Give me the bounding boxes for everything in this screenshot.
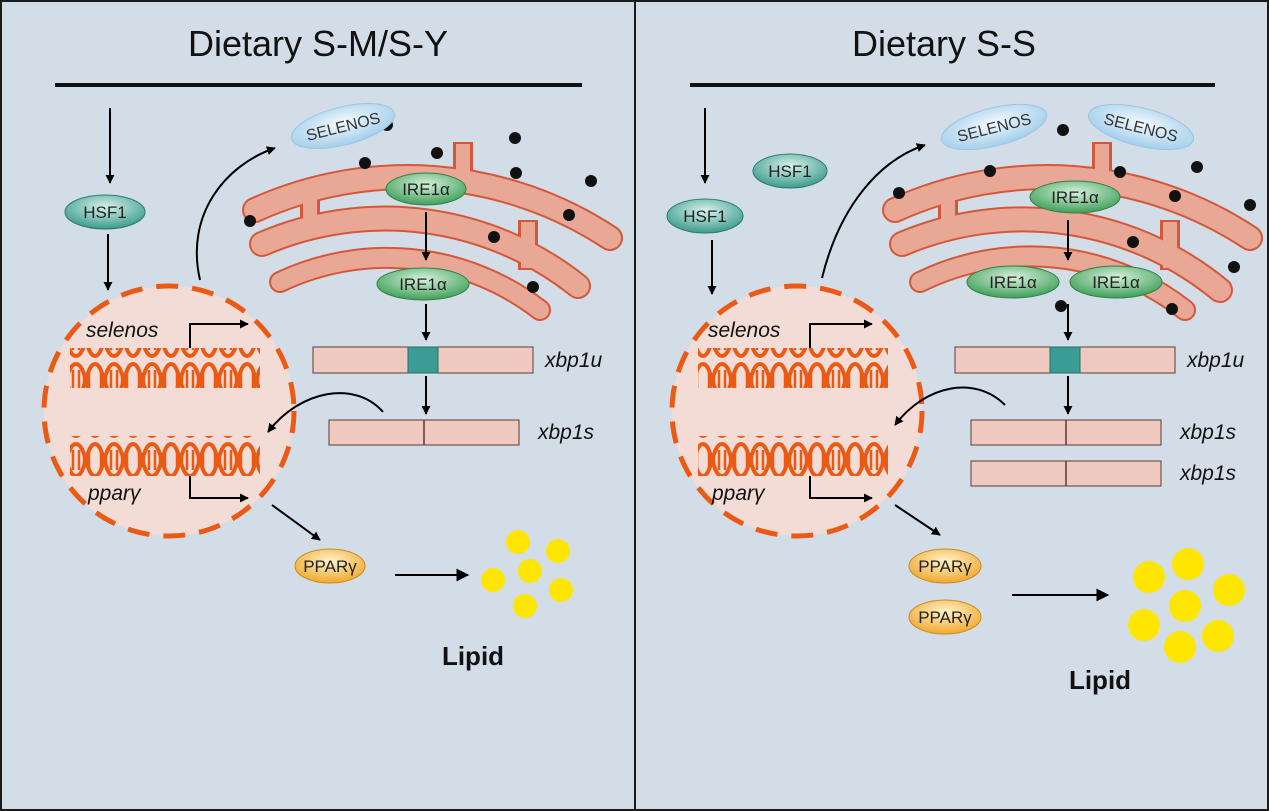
arrow-selenos-transcription [189,319,249,348]
ire1a-label: IRE1α [1092,273,1140,292]
lipid-label: Lipid [1069,665,1131,695]
gene-selenos-label: selenos [708,319,781,342]
ppary-label: PPARγ [918,608,972,627]
lipid-label: Lipid [442,641,504,671]
lipid-droplets [1128,548,1245,663]
ire1a-active: IRE1α [966,265,1060,299]
nucleus: selenos pparγ [41,283,297,539]
ribosome-dots [893,124,1256,315]
ire1a-membrane: IRE1α [1029,180,1121,214]
hsf1-protein: HSF1 [64,194,146,230]
arrow-nucleus-to-selenos [821,143,926,279]
panel-2: Dietary S-S [634,0,1269,811]
xbp1u-mrna [312,346,534,374]
lipid-droplets [481,530,573,618]
dna-ppary [698,436,888,476]
gene-selenos-label: selenos [86,319,159,342]
ire1a-label: IRE1α [402,180,450,199]
xbp1s-label: xbp1s [537,421,595,444]
dna-selenos [70,348,260,388]
hsf1-label: HSF1 [768,162,811,181]
arrow-nucleus-to-selenos [195,146,276,281]
hsf1-label: HSF1 [683,207,726,226]
ire1a-membrane: IRE1α [385,172,467,206]
panel-title: Dietary S-S [852,23,1036,64]
ppary-protein: PPARγ [294,548,366,584]
dna-selenos [698,348,888,388]
xbp1s-mrna [970,460,1162,487]
ppary-protein: PPARγ [908,548,982,584]
arrow-selenos-transcription [809,319,873,348]
ire1a-label: IRE1α [989,273,1037,292]
ppary-label: PPARγ [303,557,357,576]
xbp1u-label: xbp1u [544,349,603,372]
gene-ppary-label: pparγ [711,482,766,505]
arrow-xbp1s-to-nucleus [267,392,384,433]
arrow-xbp1s-to-nucleus [894,386,1006,426]
ire1a-label: IRE1α [399,275,447,294]
dna-ppary [70,436,260,476]
splice-site [407,346,439,374]
hsf1-protein: HSF1 [666,198,744,234]
panel-title: Dietary S-M/S-Y [188,23,448,64]
xbp1s-mrna [970,419,1162,446]
ppary-label: PPARγ [918,557,972,576]
hsf1-label: HSF1 [83,203,126,222]
gene-ppary-label: pparγ [87,482,142,505]
ire1a-active: IRE1α [1069,265,1163,299]
xbp1s-label: xbp1s [1179,462,1237,485]
ppary-protein: PPARγ [908,599,982,635]
arrow-nucleus-to-ppary [894,504,941,536]
ire1a-label: IRE1α [1051,188,1099,207]
xbp1s-label: xbp1s [1179,421,1237,444]
splice-site [1049,346,1081,374]
arrow-ppary-transcription [809,476,873,503]
xbp1u-label: xbp1u [1186,349,1245,372]
panel-1: Dietary S-M/S-Y [0,0,636,811]
arrow-nucleus-to-ppary [271,504,321,541]
hsf1-protein-free: HSF1 [752,153,828,189]
arrow-ppary-transcription [189,476,249,503]
ire1a-active: IRE1α [376,267,470,301]
nucleus: selenos pparγ [669,283,925,539]
xbp1u-mrna [954,346,1176,374]
xbp1s-mrna [328,419,520,446]
